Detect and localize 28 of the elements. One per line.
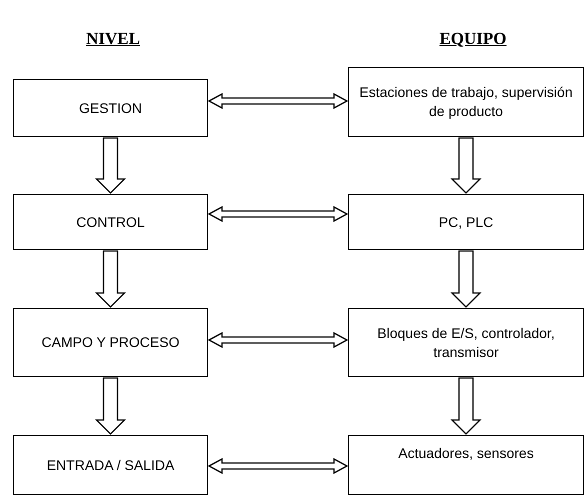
level-box — [348, 194, 584, 250]
level-box — [13, 435, 208, 495]
level-box — [348, 308, 584, 377]
box-text: CAMPO Y PROCESO — [42, 333, 180, 352]
level-box — [13, 308, 208, 377]
level-box — [13, 79, 208, 137]
level-box — [348, 67, 584, 137]
hollow-arrow — [450, 250, 482, 308]
level-box — [348, 435, 584, 495]
box-text: Bloques de E/S, controlador, transmisor — [376, 324, 556, 362]
hollow-arrow — [450, 377, 482, 435]
level-box — [13, 194, 208, 250]
hollow-arrow — [94, 137, 126, 194]
box-text: PC, PLC — [438, 212, 494, 232]
box-text: Actuadores, sensores — [398, 444, 534, 463]
hollow-arrow — [208, 332, 348, 348]
hollow-arrow — [94, 377, 126, 435]
column-heading: EQUIPO — [439, 28, 507, 50]
box-text: Estaciones de trabajo, supervisión de producto — [358, 83, 574, 121]
hollow-arrow — [208, 92, 348, 110]
hollow-arrow — [208, 206, 348, 222]
column-heading: NIVEL — [86, 28, 140, 50]
hollow-arrow — [94, 250, 126, 308]
box-text: GESTION — [78, 98, 142, 118]
hollow-arrow — [208, 458, 348, 474]
box-text: CONTROL — [76, 212, 145, 232]
hollow-arrow — [450, 137, 482, 194]
box-text: ENTRADA / SALIDA — [46, 456, 174, 474]
